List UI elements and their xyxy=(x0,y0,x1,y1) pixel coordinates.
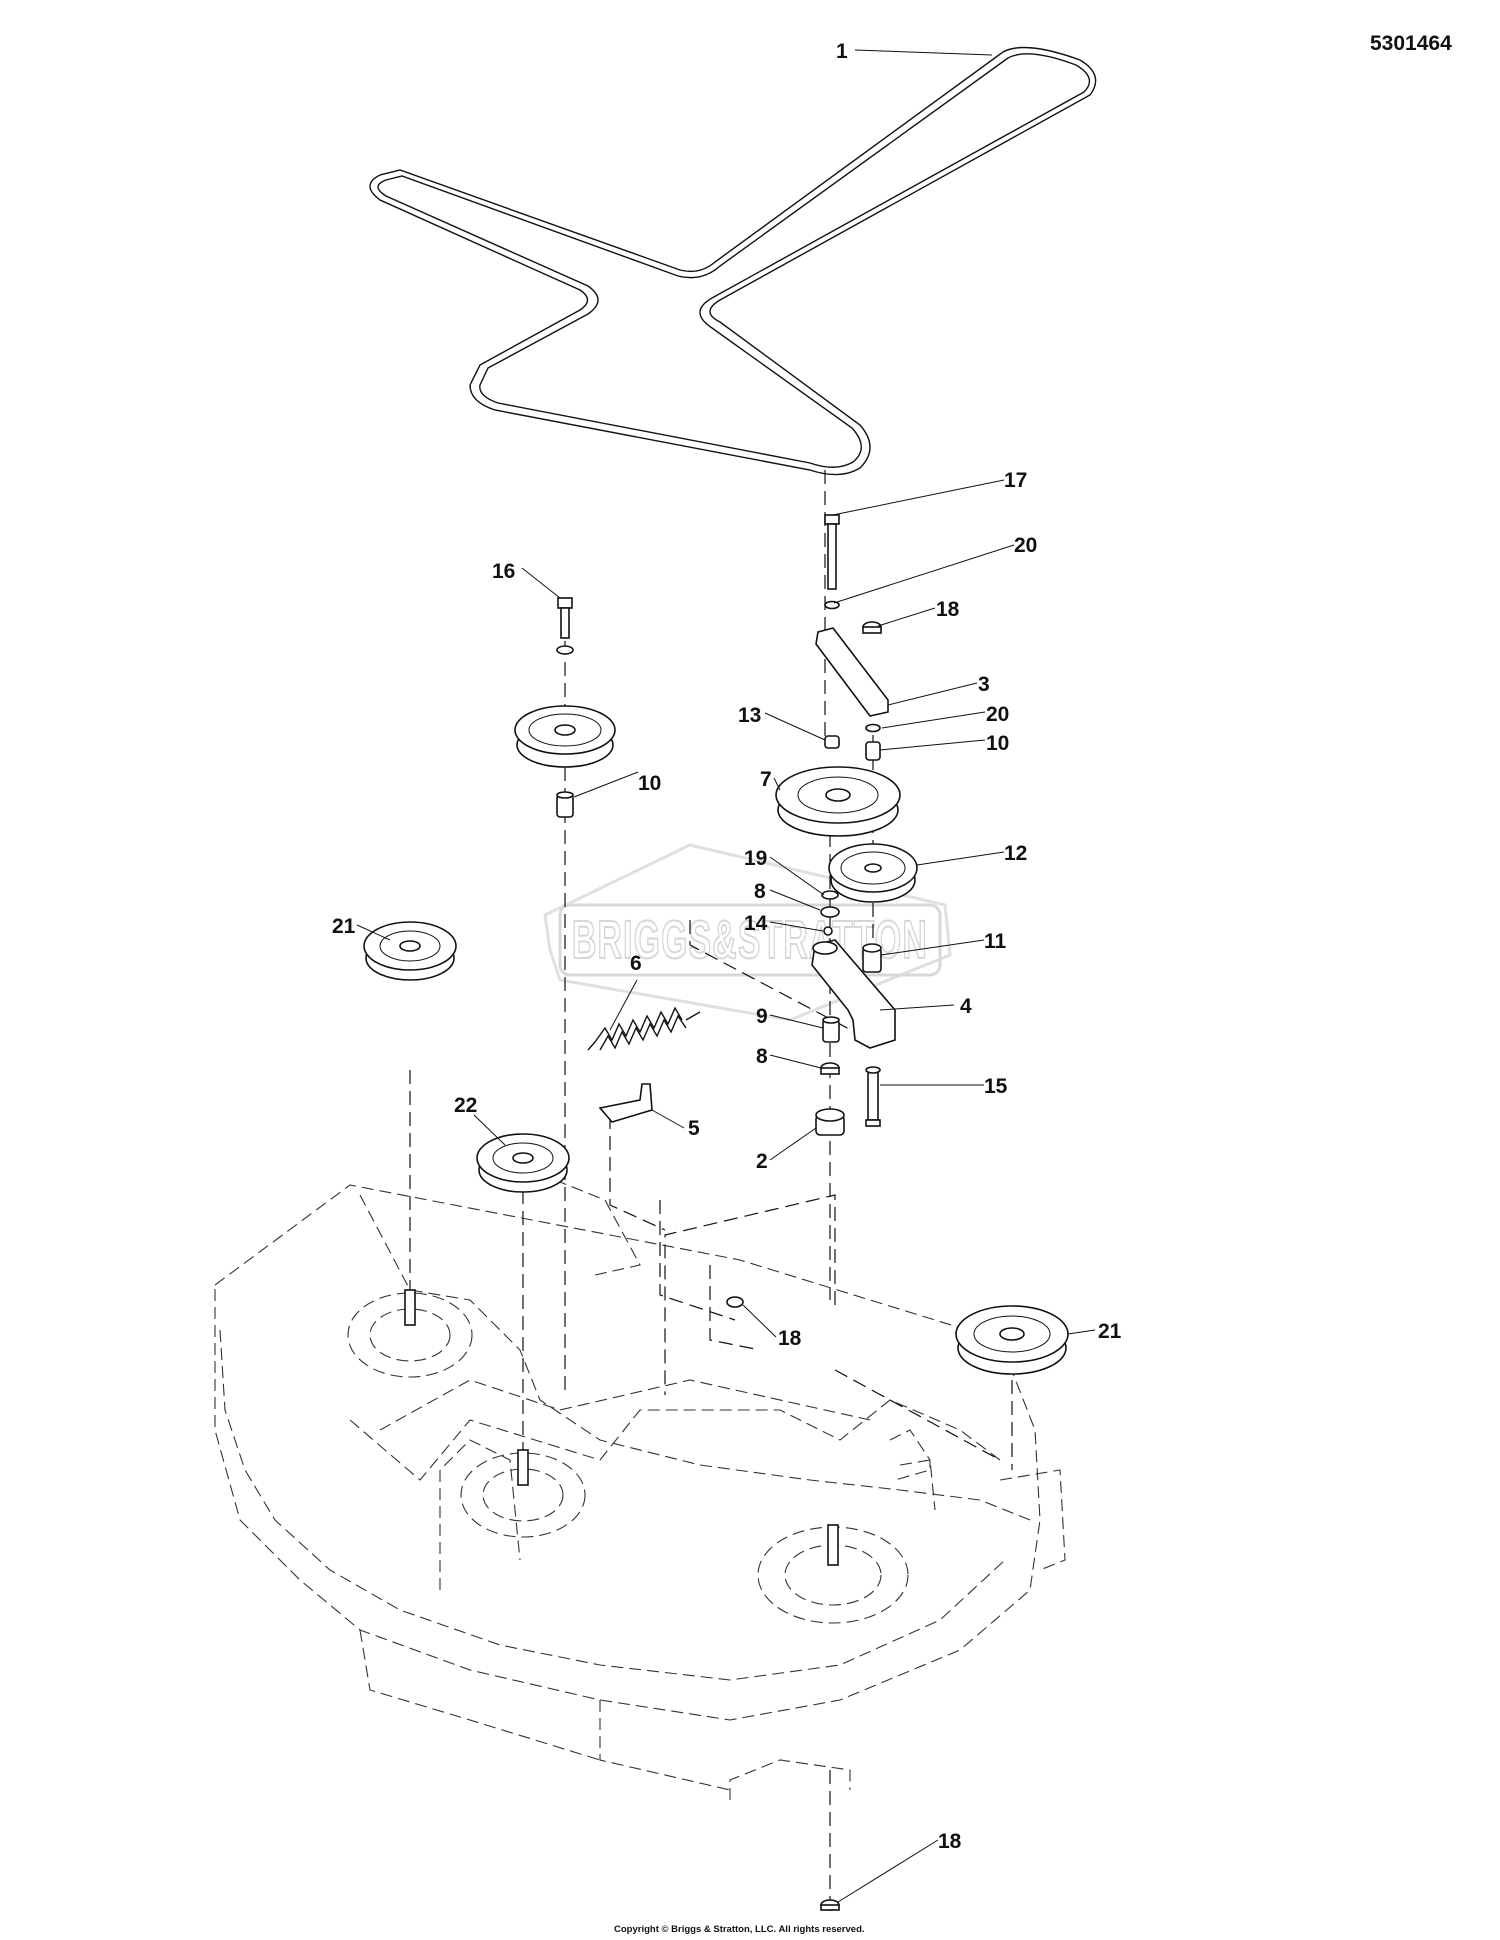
part-9-bushing xyxy=(822,1016,840,1043)
part-13-spacer xyxy=(824,735,840,749)
callout-16: 16 xyxy=(492,560,515,583)
callout-5: 5 xyxy=(688,1117,700,1140)
part-3-bracket xyxy=(815,627,889,717)
callouts: 1 17 20 18 16 3 13 20 10 7 10 12 19 8 21… xyxy=(332,40,1122,1853)
part-6-spring xyxy=(587,1006,701,1051)
callout-18-b: 18 xyxy=(778,1327,802,1350)
part-1-belt xyxy=(369,46,1097,476)
callout-3: 3 xyxy=(978,673,990,696)
copyright-notice: Copyright © Briggs & Stratton, LLC. All … xyxy=(614,1924,865,1935)
callout-21: 21 xyxy=(332,915,356,938)
part-10-bushing-left xyxy=(556,791,574,818)
part-18-nut-bottom xyxy=(820,1899,840,1911)
callout-21-b: 21 xyxy=(1098,1320,1122,1343)
callout-18: 18 xyxy=(936,598,960,621)
callout-1: 1 xyxy=(836,40,848,63)
part-19-washer xyxy=(821,890,839,900)
callout-18-c: 18 xyxy=(938,1830,962,1853)
part-8-bushing-top xyxy=(820,906,840,918)
callout-15: 15 xyxy=(984,1075,1008,1098)
part-18-nut-mid xyxy=(726,1296,744,1308)
part-18-nut-top xyxy=(862,621,882,634)
callout-8-b: 8 xyxy=(756,1045,768,1068)
part-4-idler-arm xyxy=(811,939,896,1049)
part-2-pivot-bushing xyxy=(815,1108,845,1136)
part-11-spacer xyxy=(862,943,882,973)
part-22-pulley xyxy=(476,1133,570,1193)
idler-pulley-left xyxy=(514,705,616,768)
part-12-pulley xyxy=(828,843,918,903)
callout-10-b: 10 xyxy=(638,772,661,795)
callout-13: 13 xyxy=(738,704,761,727)
callout-17: 17 xyxy=(1004,469,1027,492)
part-17-bolt xyxy=(824,514,840,610)
callout-20: 20 xyxy=(1014,534,1037,557)
callout-leaders xyxy=(356,49,1096,1903)
deck-spindle-studs xyxy=(404,1289,839,1566)
callout-9: 9 xyxy=(756,1005,768,1028)
part-21-pulley-right xyxy=(955,1305,1069,1375)
part-16-bolt xyxy=(556,597,574,655)
part-10-bushing-right xyxy=(865,723,881,761)
callout-20-b: 20 xyxy=(986,703,1009,726)
callout-19: 19 xyxy=(744,847,767,870)
part-15-bolt xyxy=(865,1066,881,1127)
callout-10: 10 xyxy=(986,732,1009,755)
part-8-bushing-bottom xyxy=(820,1062,840,1075)
callout-6: 6 xyxy=(630,952,642,975)
part-14-grease-fitting xyxy=(823,926,833,936)
callout-22: 22 xyxy=(454,1094,477,1117)
diagram-part-number: 5301464 xyxy=(1370,32,1452,55)
part-5-bracket xyxy=(598,1083,653,1123)
callout-11: 11 xyxy=(984,930,1007,953)
callout-4: 4 xyxy=(960,995,972,1018)
part-21-pulley-left xyxy=(363,921,457,981)
mower-deck-outline xyxy=(214,1179,1066,1800)
callout-12: 12 xyxy=(1004,842,1027,865)
callout-7: 7 xyxy=(760,768,772,791)
part-7-pulley xyxy=(775,766,901,837)
callout-8: 8 xyxy=(754,880,766,903)
callout-14: 14 xyxy=(744,912,768,935)
callout-2: 2 xyxy=(756,1150,768,1173)
